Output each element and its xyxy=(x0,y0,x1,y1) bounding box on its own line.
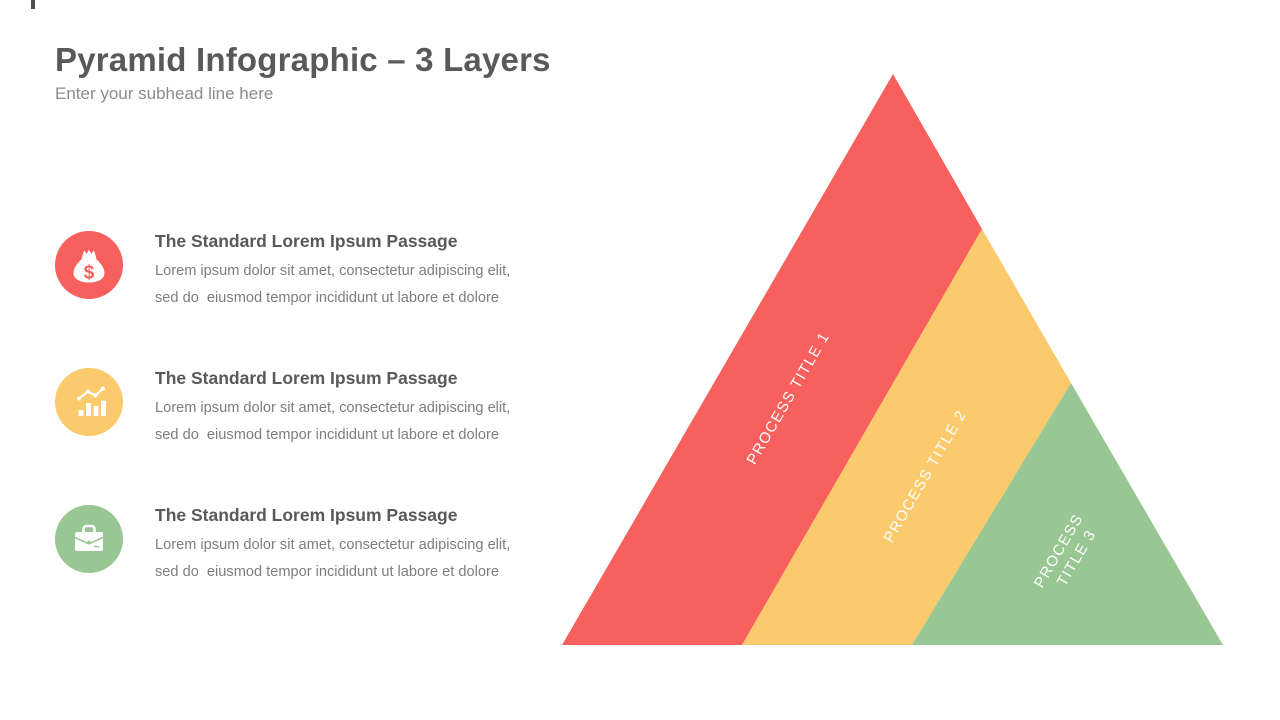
top-edge-artifact xyxy=(31,0,35,9)
item-title: The Standard Lorem Ipsum Passage xyxy=(155,368,458,388)
feature-item-2: The Standard Lorem Ipsum Passage Lorem i… xyxy=(55,366,510,449)
pyramid-layer-3 xyxy=(912,383,1223,645)
dollar-sign: $ xyxy=(84,263,95,284)
slide-header: Pyramid Infographic – 3 Layers Enter you… xyxy=(55,41,551,104)
chart-bars xyxy=(78,400,106,416)
item-description-line-2: sed do eiusmod tempor incididunt ut labo… xyxy=(155,564,499,580)
slide-title: Pyramid Infographic – 3 Layers xyxy=(55,41,551,78)
feature-item-3: The Standard Lorem Ipsum Passage Lorem i… xyxy=(55,503,510,586)
item-description-line-2: sed do eiusmod tempor incididunt ut labo… xyxy=(155,290,499,306)
item-description: Lorem ipsum dolor sit amet, consectetur … xyxy=(155,395,510,449)
chart-trend-line xyxy=(77,386,105,401)
item-description-line-1: Lorem ipsum dolor sit amet, consectetur … xyxy=(155,537,511,553)
feature-item-1: $ The Standard Lorem Ipsum Passage Lorem… xyxy=(55,229,510,312)
briefcase-icon xyxy=(55,505,123,573)
pyramid-layer-2 xyxy=(742,229,1071,645)
money-bag-tie xyxy=(81,249,97,259)
slide-subhead: Enter your subhead line here xyxy=(55,84,274,103)
briefcase-dash xyxy=(93,545,100,548)
pyramid-layer-1 xyxy=(562,74,982,645)
item-description: Lorem ipsum dolor sit amet, consectetur … xyxy=(155,532,510,586)
briefcase-handle xyxy=(82,524,96,532)
item-description: Lorem ipsum dolor sit amet, consectetur … xyxy=(155,258,510,312)
money-bag-body xyxy=(73,258,105,283)
item-description-line-2: sed do eiusmod tempor incididunt ut labo… xyxy=(155,427,499,443)
item-title: The Standard Lorem Ipsum Passage xyxy=(155,231,458,251)
money-bag-icon: $ xyxy=(55,231,123,299)
item-description-line-1: Lorem ipsum dolor sit amet, consectetur … xyxy=(155,400,511,416)
bar-chart-icon xyxy=(55,368,123,436)
item-title: The Standard Lorem Ipsum Passage xyxy=(155,505,458,525)
icon-circle xyxy=(55,368,123,436)
item-description-line-1: Lorem ipsum dolor sit amet, consectetur … xyxy=(155,263,511,279)
